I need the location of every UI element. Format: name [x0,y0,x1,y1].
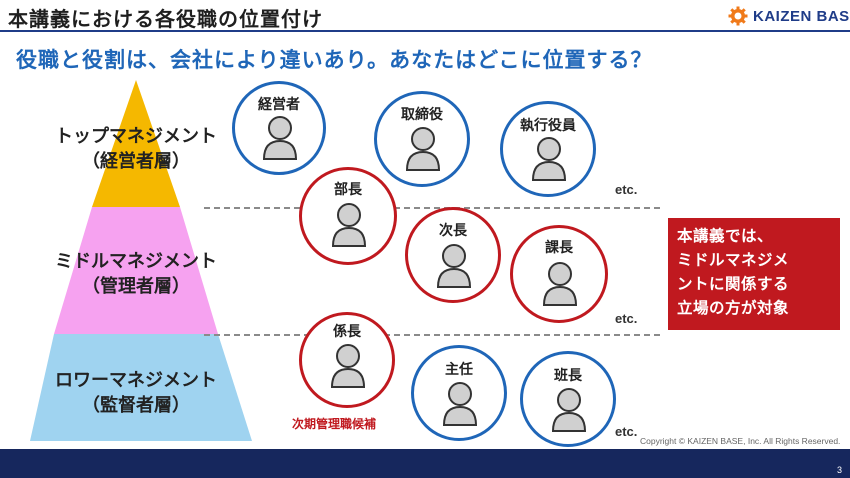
slide-title: 本講義における各役職の位置付け [8,7,323,31]
level-sub-middle: （管理者層） [82,276,190,297]
page-number: 3 [836,465,842,475]
target-audience-callout: 本講義では、 ミドルマネジメ ントに関係する 立場の方が対象 [668,218,840,330]
pyramid-lower-tier [30,334,252,441]
person-torishimariyaku: 取締役 [374,91,470,187]
footer-bar [0,449,850,478]
callout-line: ミドルマネジメ [677,251,790,269]
role-label: 執行役員 [520,118,576,134]
person-icon [436,244,472,288]
level-sub-lower: （監督者層） [82,395,190,416]
role-label: 課長 [545,240,573,256]
divider-middle-lower [204,334,660,336]
person-icon [330,344,366,388]
level-sub-top: （経営者層） [82,151,190,172]
person-icon [551,388,587,432]
callout-line: ントに関係する [677,275,790,293]
role-label: 部長 [334,182,362,198]
role-label: 係長 [333,324,361,340]
person-icon [531,137,567,181]
etc-label-middle: etc. [615,311,638,326]
level-name-top: トップマネジメント [55,126,217,147]
person-kacho: 課長 [510,225,608,323]
person-icon [262,116,298,160]
role-label: 班長 [554,368,582,384]
person-kakaricho: 係長 [299,312,395,408]
company-logo: KAIZEN BASE [728,6,850,26]
level-name-middle: ミドルマネジメント [55,251,217,272]
person-icon [542,262,578,306]
role-label: 経営者 [258,97,300,113]
pyramid-top-tier [92,80,180,207]
pyramid-middle-tier [54,207,218,334]
logo-text: KAIZEN BASE [753,7,850,25]
level-name-lower: ロワーマネジメント [55,370,217,391]
person-shunin: 主任 [411,345,507,441]
slide-subtitle: 役職と役割は、会社により違いあり。あなたはどこに位置する？ [16,48,653,72]
etc-label-lower: etc. [615,424,638,439]
management-pyramid [30,80,252,441]
person-shikkoyakuin: 執行役員 [500,101,596,197]
gear-icon [728,6,748,26]
callout-line: 立場の方が対象 [677,299,790,317]
person-jicho: 次長 [405,207,501,303]
person-hancho: 班長 [520,351,616,447]
person-keieisha: 経営者 [232,81,326,175]
level-label-top: トップマネジメント （経営者層） [16,124,256,174]
person-icon [405,127,441,171]
title-underline [0,30,850,32]
role-label: 次長 [439,223,467,239]
divider-top-middle [204,207,660,209]
next-manager-candidate-label: 次期管理職候補 [292,417,377,431]
role-label: 主任 [445,362,473,378]
person-icon [442,382,478,426]
etc-label-top: etc. [615,182,638,197]
person-bucho: 部長 [299,167,397,265]
level-label-lower: ロワーマネジメント （監督者層） [16,368,256,418]
role-label: 取締役 [401,107,443,123]
callout-line: 本講義では、 [677,227,774,245]
copyright-text: Copyright © KAIZEN BASE, Inc. All Rights… [640,436,841,446]
person-icon [331,203,367,247]
level-label-middle: ミドルマネジメント （管理者層） [16,249,256,299]
